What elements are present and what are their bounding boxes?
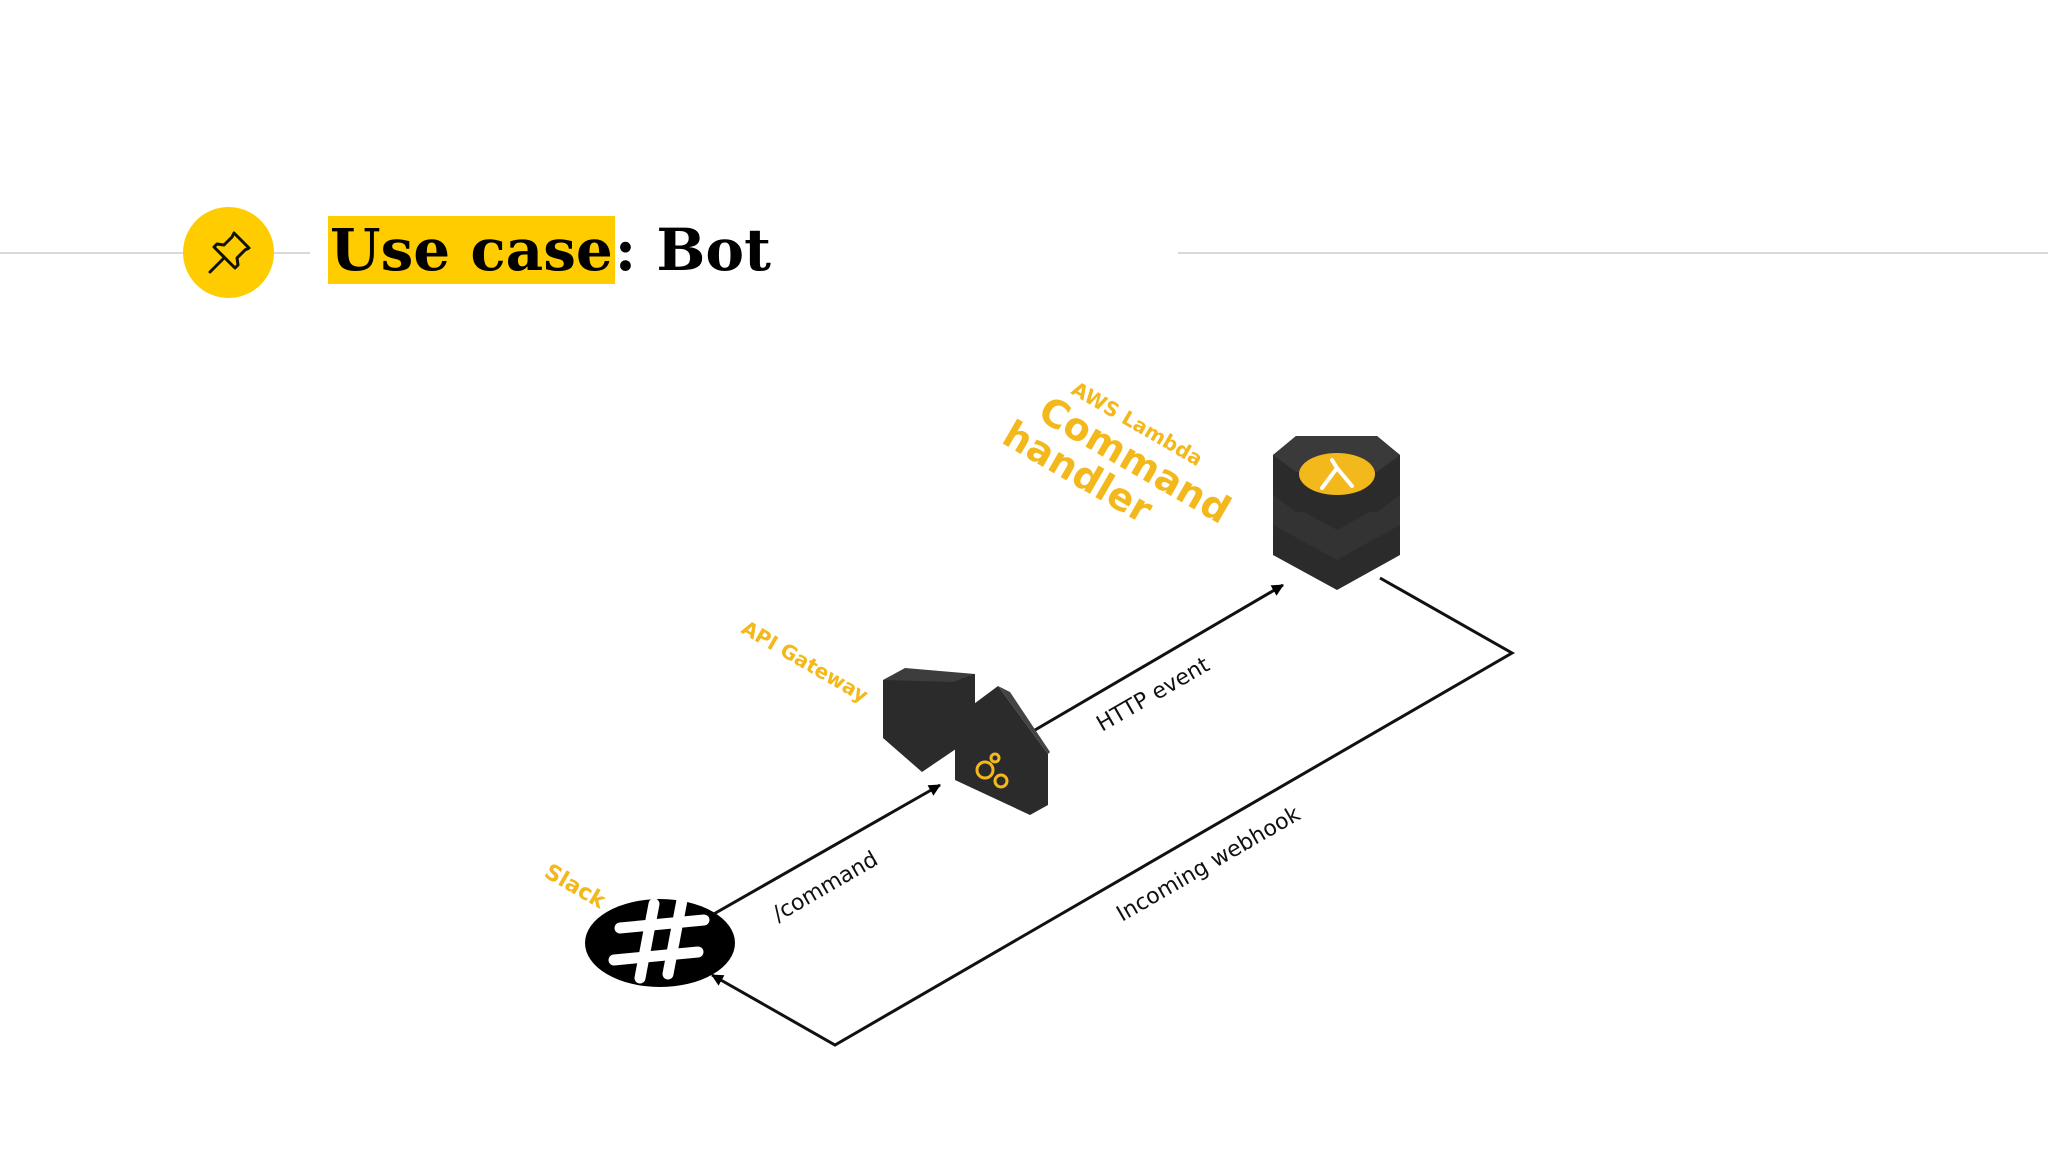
gear-icon [975,752,1009,789]
api-gateway-node [883,668,1050,815]
slack-node [585,894,735,987]
pin-badge [183,207,274,298]
title-highlight: Use case [328,216,615,284]
pushpin-icon [208,231,250,273]
slack-label: Slack [540,860,611,915]
header-rule-left [0,252,310,254]
edge-webhook-label: Incoming webhook [1113,802,1305,928]
api-gateway-label: API Gateway [738,616,873,708]
lambda-node [1273,436,1400,590]
edge-command-line [711,783,941,917]
slide-title: Use case: Bot [328,208,771,292]
aws-lambda-icon [1299,453,1375,495]
header-rule-right [1178,252,2048,254]
slack-hash-icon [608,894,710,984]
edge-http-event-label: HTTP event [1093,652,1215,737]
edge-http-event-line [1034,583,1284,732]
edge-webhook-line [711,576,1516,1047]
title-rest: : Bot [614,216,771,284]
edge-command-label: /command [769,847,883,927]
